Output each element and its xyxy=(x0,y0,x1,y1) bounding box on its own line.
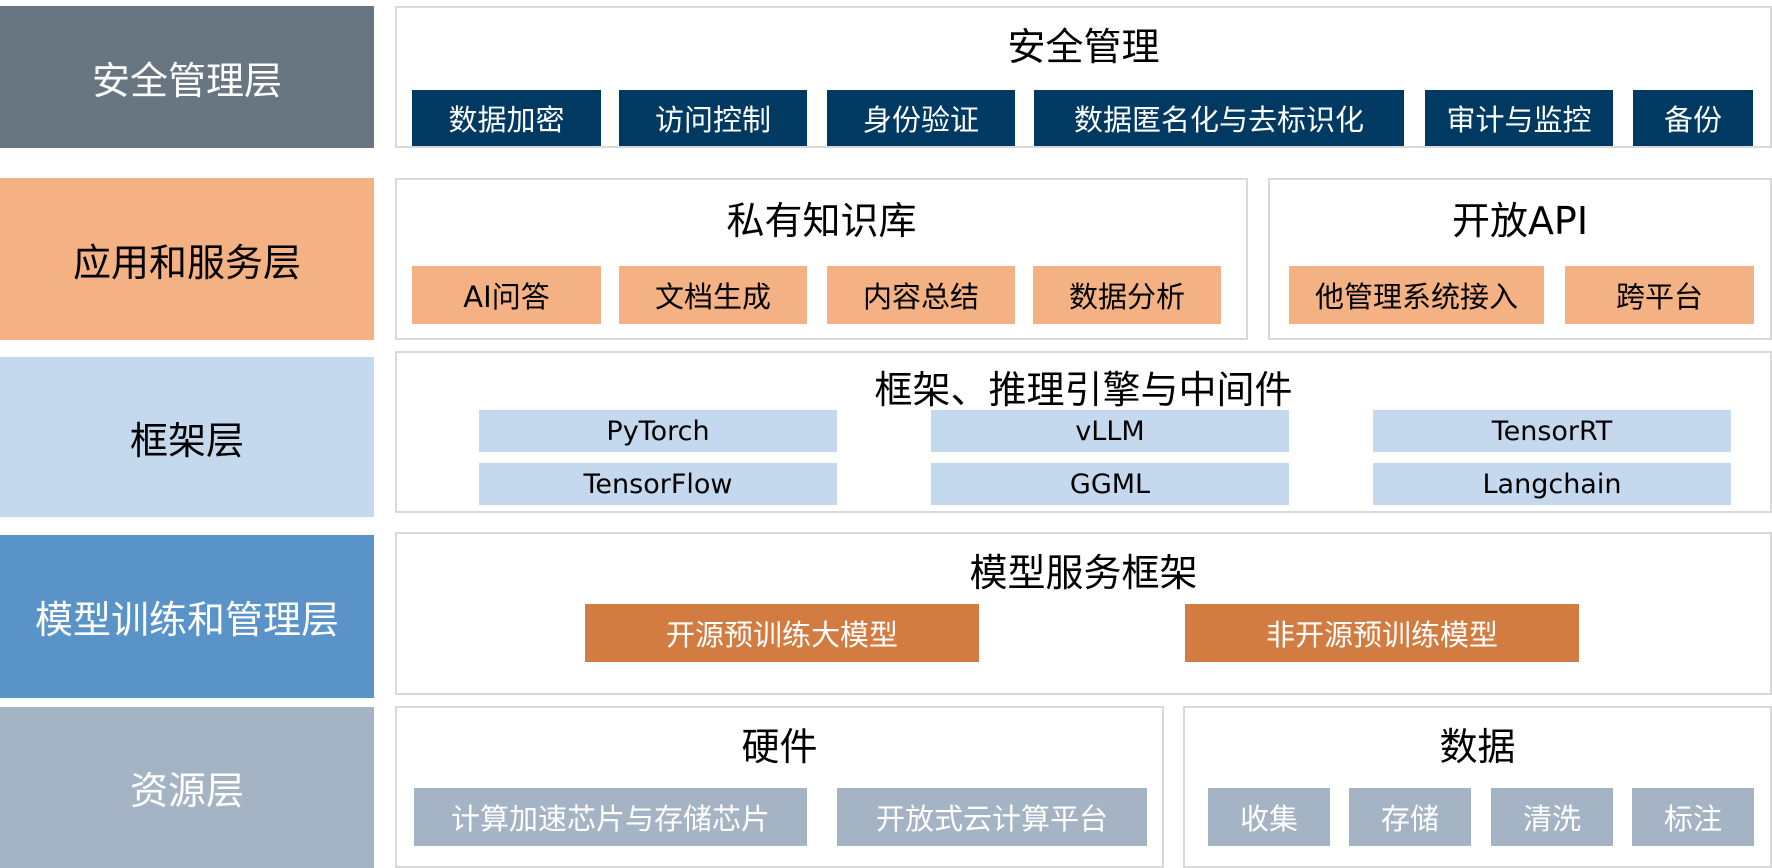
security-layer-label-text: 安全管理层 xyxy=(91,58,282,103)
framework-item-tensorrt: TensorRT xyxy=(1373,410,1731,452)
framework-item-tensorflow: TensorFlow xyxy=(479,463,837,505)
data-item-label: 标注 xyxy=(1632,788,1754,846)
open-api-panel: 开放API 他管理系统接入 跨平台 xyxy=(1268,178,1772,340)
app-item-ai-qa: AI问答 xyxy=(412,266,601,324)
data-item-clean: 清洗 xyxy=(1491,788,1613,846)
data-panel: 数据 收集 存储 清洗 标注 xyxy=(1183,706,1772,868)
security-item-access-control: 访问控制 xyxy=(619,90,807,146)
model-panel-title: 模型服务框架 xyxy=(969,551,1198,595)
framework-layer-label-text: 框架层 xyxy=(129,418,244,463)
app-item-summary: 内容总结 xyxy=(827,266,1015,324)
security-panel: 安全管理 数据加密 访问控制 身份验证 数据匿名化与去标识化 审计与监控 备份 xyxy=(395,6,1772,148)
data-item-collect: 收集 xyxy=(1208,788,1330,846)
framework-item-langchain: Langchain xyxy=(1373,463,1731,505)
data-title: 数据 xyxy=(1439,725,1516,769)
framework-panel-title: 框架、推理引擎与中间件 xyxy=(874,368,1293,412)
hardware-panel: 硬件 计算加速芯片与存储芯片 开放式云计算平台 xyxy=(395,706,1164,868)
resource-layer-label-text: 资源层 xyxy=(129,769,244,813)
security-item-audit: 审计与监控 xyxy=(1425,90,1613,146)
app-item-system-integration: 他管理系统接入 xyxy=(1289,266,1544,324)
security-item-encryption: 数据加密 xyxy=(412,90,601,146)
application-layer-label-text: 应用和服务层 xyxy=(72,240,301,285)
application-layer-label: 应用和服务层 xyxy=(0,178,374,340)
framework-item-ggml: GGML xyxy=(931,463,1289,505)
data-item-store: 存储 xyxy=(1349,788,1471,846)
model-item-open-source: 开源预训练大模型 xyxy=(585,604,979,662)
knowledge-base-title: 私有知识库 xyxy=(726,199,917,243)
framework-item-vllm: vLLM xyxy=(931,410,1289,452)
framework-item-pytorch: PyTorch xyxy=(479,410,837,452)
hardware-item-cloud: 开放式云计算平台 xyxy=(837,788,1147,846)
security-layer-label: 安全管理层 xyxy=(0,6,374,148)
security-item-authentication: 身份验证 xyxy=(827,90,1015,146)
hardware-item-chips: 计算加速芯片与存储芯片 xyxy=(414,788,807,846)
resource-layer-label: 资源层 xyxy=(0,707,374,868)
security-item-anonymization: 数据匿名化与去标识化 xyxy=(1034,90,1404,146)
security-item-backup: 备份 xyxy=(1633,90,1753,146)
model-panel: 模型服务框架 开源预训练大模型 非开源预训练模型 xyxy=(395,532,1772,695)
model-layer-label-text: 模型训练和管理层 xyxy=(34,598,339,642)
model-item-closed-source: 非开源预训练模型 xyxy=(1185,604,1579,662)
open-api-title: 开放API xyxy=(1451,199,1589,243)
app-item-data-analysis: 数据分析 xyxy=(1033,266,1221,324)
knowledge-base-panel: 私有知识库 AI问答 文档生成 内容总结 数据分析 xyxy=(395,178,1248,340)
framework-layer-label: 框架层 xyxy=(0,357,374,517)
hardware-title: 硬件 xyxy=(741,725,818,769)
model-layer-label: 模型训练和管理层 xyxy=(0,535,374,698)
app-item-cross-platform: 跨平台 xyxy=(1565,266,1754,324)
app-item-doc-generation: 文档生成 xyxy=(619,266,807,324)
framework-panel: 框架、推理引擎与中间件 PyTorch vLLM TensorRT Tensor… xyxy=(395,351,1772,513)
security-panel-title: 安全管理 xyxy=(1007,25,1160,69)
